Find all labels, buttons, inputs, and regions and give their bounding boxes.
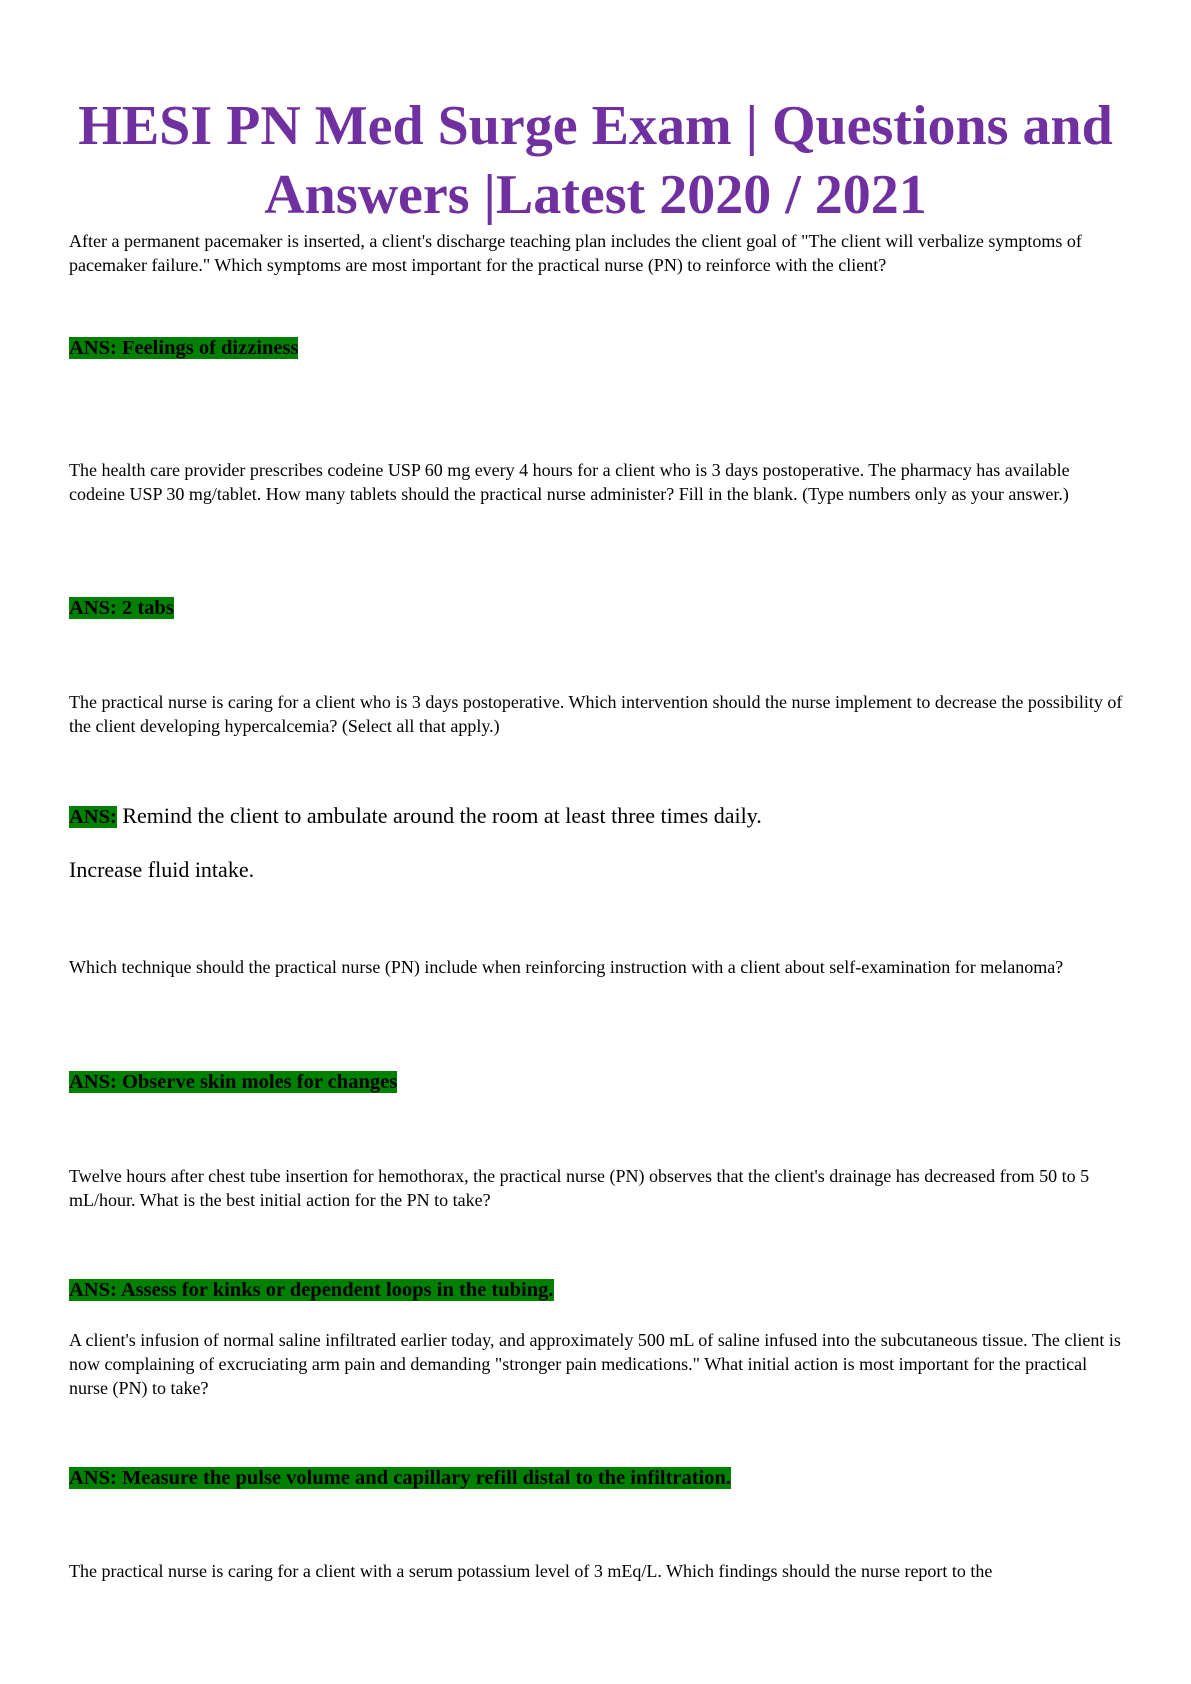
answer-2-text: ANS: 2 tabs — [69, 597, 174, 619]
answer-6-text: ANS: Measure the pulse volume and capill… — [69, 1467, 732, 1489]
answer-3-line-1: ANS: Remind the client to ambulate aroun… — [69, 802, 762, 831]
answer-3-prefix: ANS: — [69, 806, 117, 828]
question-6: A client's infusion of normal saline inf… — [69, 1330, 1121, 1398]
document-title: HESI PN Med Surge Exam | Questions and A… — [78, 95, 1113, 226]
question-5: Twelve hours after chest tube insertion … — [69, 1166, 1090, 1210]
answer-5-text: ANS: Assess for kinks or dependent loops… — [69, 1279, 554, 1301]
answer-1: ANS: Feelings of dizziness — [69, 336, 299, 361]
answer-6: ANS: Measure the pulse volume and capill… — [69, 1466, 732, 1491]
question-4: Which technique should the practical nur… — [69, 957, 1064, 977]
question-2: The health care provider prescribes code… — [69, 460, 1070, 504]
question-1: After a permanent pacemaker is inserted,… — [69, 231, 1082, 275]
question-3: The practical nurse is caring for a clie… — [69, 692, 1123, 736]
answer-3-text-1: Remind the client to ambulate around the… — [116, 803, 762, 828]
answer-4-text: ANS: Observe skin moles for changes — [69, 1071, 398, 1093]
answer-5: ANS: Assess for kinks or dependent loops… — [69, 1278, 554, 1303]
answer-4: ANS: Observe skin moles for changes — [69, 1070, 398, 1095]
answer-3-line-2: Increase fluid intake. — [69, 857, 255, 882]
question-7: The practical nurse is caring for a clie… — [69, 1561, 993, 1581]
answer-1-text: ANS: Feelings of dizziness — [69, 337, 299, 359]
answer-2: ANS: 2 tabs — [69, 596, 174, 621]
